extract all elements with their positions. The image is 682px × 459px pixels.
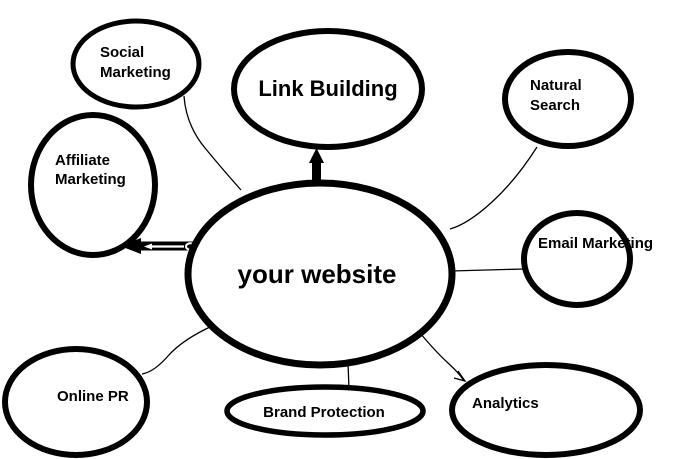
center-node-label: your website [238, 259, 397, 289]
analytics-arrowhead-icon [453, 370, 467, 383]
node-affiliate-marketing: Affiliate Marketing [28, 112, 158, 258]
node-label: Analytics [472, 395, 539, 412]
node-label: Natural Search [530, 77, 586, 114]
node-label: Social Marketing [100, 44, 171, 81]
node-online-pr: Online PR [2, 346, 150, 458]
arrow-shaft [312, 158, 321, 186]
node-label: Brand Protection [263, 404, 385, 421]
node-ellipse [70, 18, 202, 110]
node-ellipse [224, 384, 426, 438]
node-ellipse [28, 112, 158, 258]
node-link-building: Link Building [231, 28, 425, 150]
node-label: Email Marketing [538, 235, 653, 252]
node-ellipse [2, 346, 150, 458]
node-ellipse [449, 362, 643, 458]
node-label: Online PR [57, 388, 129, 405]
node-analytics: Analytics [449, 362, 643, 458]
node-social-marketing: Social Marketing [70, 18, 202, 110]
connector-center-to-analytics [419, 332, 465, 382]
connector-social-to-center [183, 95, 242, 191]
node-label: Affiliate Marketing [55, 152, 126, 188]
arrow-center-to-link-building [309, 148, 324, 186]
node-your-website: your website [184, 179, 456, 369]
arrow-inner-tip [144, 243, 152, 250]
node-email-marketing: Email Marketing [521, 210, 653, 308]
connector-natural-to-center [449, 146, 538, 230]
node-ellipse [502, 49, 634, 149]
connector-online-pr-to-center [141, 325, 213, 375]
connector-email-to-center [450, 268, 525, 272]
node-natural-search: Natural Search [502, 49, 634, 149]
node-brand-protection: Brand Protection [224, 384, 426, 438]
node-ellipse [231, 28, 425, 150]
node-label: Link Building [258, 76, 397, 101]
node-ellipse [521, 210, 633, 308]
node-ellipse [184, 179, 456, 369]
arrow-head-up-icon [309, 148, 324, 163]
arrow-head-left-icon [120, 238, 141, 254]
connector-brand-to-center [347, 362, 350, 390]
